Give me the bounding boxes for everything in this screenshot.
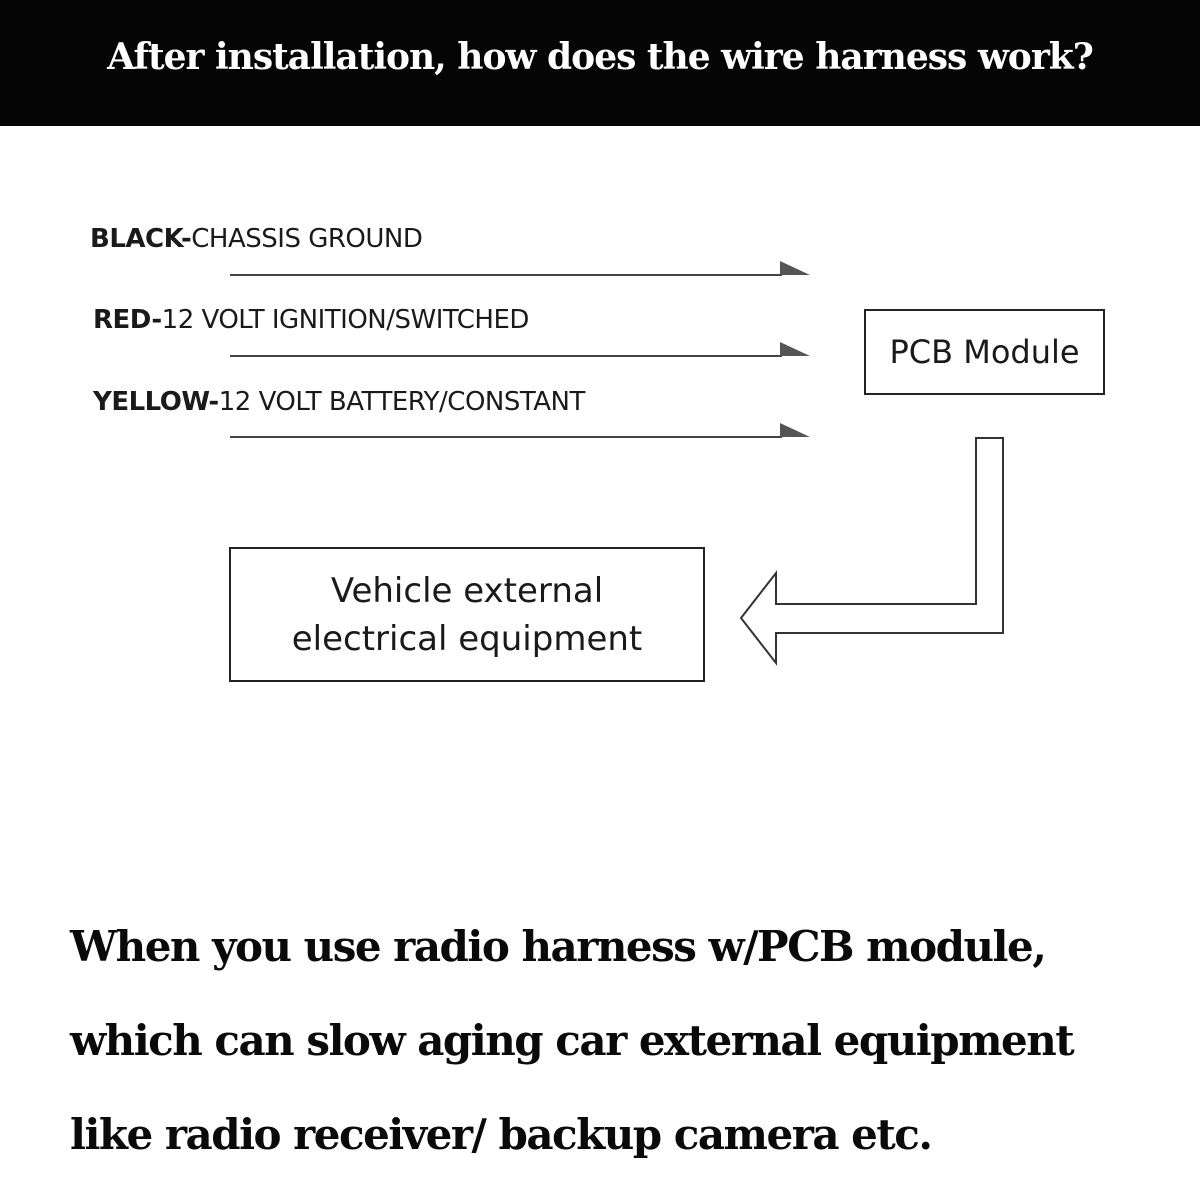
wire-arrow-yellow	[230, 423, 810, 438]
wire-label-black: BLACK-CHASSIS GROUND	[90, 224, 423, 254]
output-arrow	[739, 437, 1004, 666]
wire-label-yellow: YELLOW-12 VOLT BATTERY/CONSTANT	[93, 387, 585, 417]
caption-line-1: When you use radio harness w/PCB module,	[70, 922, 1047, 971]
wire-color-black: BLACK	[90, 224, 181, 254]
wiring-diagram: BLACK-CHASSIS GROUND RED-12 VOLT IGNITIO…	[0, 126, 1200, 826]
caption-line-2: which can slow aging car external equipm…	[70, 1016, 1075, 1065]
pcb-module-box: PCB Module	[864, 309, 1105, 395]
wire-arrow-red	[230, 342, 810, 357]
caption-text: When you use radio harness w/PCB module,…	[70, 900, 1170, 1182]
equipment-box: Vehicle external electrical equipment	[229, 547, 705, 682]
wire-desc-yellow: 12 VOLT BATTERY/CONSTANT	[218, 387, 586, 417]
page-title: After installation, how does the wire ha…	[107, 36, 1094, 78]
diagram-lines	[230, 261, 1004, 666]
equipment-label-line1: Vehicle external	[330, 570, 604, 611]
wire-color-yellow: YELLOW	[93, 387, 209, 417]
equipment-label-line2: electrical equipment	[291, 618, 643, 659]
wire-arrow-black	[230, 261, 810, 276]
wire-desc-red: 12 VOLT IGNITION/SWITCHED	[161, 305, 530, 335]
caption-line-3: like radio receiver/ backup camera etc.	[70, 1110, 933, 1159]
wire-desc-black: CHASSIS GROUND	[191, 224, 423, 254]
header-bar: After installation, how does the wire ha…	[0, 0, 1200, 126]
wire-color-red: RED	[93, 305, 152, 335]
pcb-module-label: PCB Module	[889, 333, 1080, 371]
wire-label-red: RED-12 VOLT IGNITION/SWITCHED	[93, 305, 529, 335]
